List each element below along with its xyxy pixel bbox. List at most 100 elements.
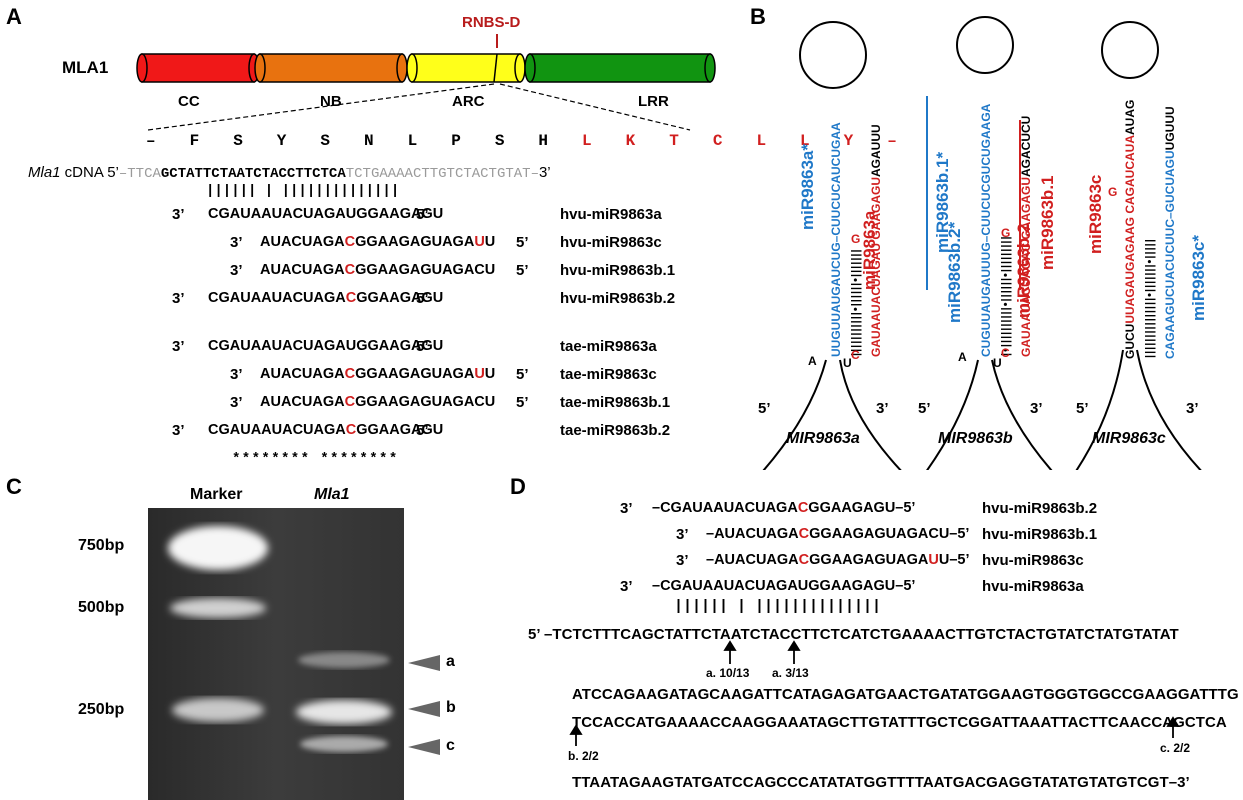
domain-label-lrr: LRR — [638, 93, 669, 110]
marker-band-250 — [172, 698, 264, 722]
mirna-mismatch: C — [797, 500, 809, 516]
mirna-mismatch: U — [928, 552, 939, 568]
mirna-mismatch: C — [344, 262, 356, 278]
site-b-2-2: b. 2/2 — [568, 749, 599, 763]
mirna-d-3end: 3’ — [620, 500, 633, 517]
cdna-grey-right: TCTGAAAACTTGTCTACTGTAT– — [345, 166, 539, 182]
mirna-seq-part: –AUACUAGA — [706, 526, 799, 542]
hairpin-c-black-seq: AUAG — [1123, 99, 1137, 135]
label-mir9863b2-star: miR9863b.2* — [945, 221, 964, 323]
mirna-a-5end: 5’ — [516, 394, 529, 411]
mirna-seq-part: –AUACUAGA — [706, 552, 799, 568]
mirna-mismatch: C — [798, 526, 810, 542]
mirna-a-name: hvu-miR9863b.2 — [560, 290, 676, 307]
hairpin-b-bars — [926, 96, 1021, 290]
mirna-a-sequence: AUACUAGACGGAAGAGUAGACU — [260, 262, 495, 278]
conservation-stars: ******** ******** — [232, 451, 399, 467]
hairpin-a-bulge-g: G — [851, 232, 861, 246]
marker-band-750 — [168, 526, 268, 570]
mirna-mismatch: C — [344, 394, 356, 410]
d-seq-line1: 5’ –TCTCTTTCAGCTATTCTAATCTACCTTCTCATCTGA… — [528, 626, 1179, 643]
mirna-d-sequence: –AUACUAGACGGAAGAGUAGACU–5’ — [706, 526, 969, 542]
mirna-mismatch: C — [344, 366, 356, 382]
hairpin-b — [926, 16, 1053, 470]
cdna-gene-name: Mla1 — [28, 164, 61, 181]
hairpin-b-name: MIR9863b — [938, 430, 1013, 447]
domain-diagram — [136, 34, 716, 131]
panel-c-letter: C — [6, 474, 22, 499]
label-mir9863a-star: miR9863a* — [798, 143, 817, 230]
rnbs-label: RNBS-D — [462, 14, 521, 31]
marker-band-500 — [170, 598, 266, 618]
mirna-d-3end: 3’ — [676, 552, 689, 569]
cdna-target: GCTATTCTAATCTACCTTCTCA — [160, 166, 346, 182]
mirna-seq-part: GGAAGAGUAGA — [809, 552, 929, 568]
mirna-seq-part: GGAAGAGUAGACU — [355, 262, 496, 278]
arrow-band-a — [408, 655, 440, 671]
mirna-a-sequence: CGAUAAUACUAGAUGGAAGAGU — [208, 206, 443, 222]
mirna-a-3end: 3’ — [230, 394, 243, 411]
d-seq-line3: TCCACCATGAAAACCAAGGAAATAGCTTGTATTTGCTCGG… — [572, 714, 1227, 731]
mirna-a-3end: 3’ — [230, 234, 243, 251]
mirna-seq-part: CGAUAAUACUAGA — [208, 290, 346, 306]
site-c-2-2: c. 2/2 — [1160, 741, 1191, 755]
mirna-a-3end: 3’ — [230, 366, 243, 383]
hairpin-b-5end: 5’ — [918, 400, 931, 417]
mirna-a-3end: 3’ — [172, 290, 185, 307]
hairpin-a-star-seq: UUGUUAUGAUCUG–CUUCUCAUCUGAA — [829, 122, 843, 357]
cdna-line: Mla1 cDNA 5’–TTCAGCTATTCTAATCTACCTTCTCAT… — [28, 164, 551, 182]
hairpin-a-bulge-c: C — [851, 348, 860, 362]
mirna-a-3end: 3’ — [172, 422, 185, 439]
mirna-mismatch: C — [345, 422, 357, 438]
mirna-a-name: tae-miR9863a — [560, 338, 657, 355]
cleavage-arrows — [569, 640, 1180, 746]
domain-label-nb: NB — [320, 93, 342, 110]
mirna-a-5end: 5’ — [516, 262, 529, 279]
mirna-a-name: tae-miR9863b.1 — [560, 394, 671, 411]
mirna-seq-part: AUACUAGA — [260, 262, 345, 278]
sample-band-a — [298, 652, 390, 668]
domain-label-cc: CC — [178, 93, 200, 110]
hairpin-c-5end: 5’ — [1076, 400, 1089, 417]
mirna-seq-part: GGAAGAGU — [356, 290, 444, 306]
mirna-seq-part: CGAUAAUACUAGAUGGAAGAGU — [208, 338, 444, 354]
mirna-seq-part: CGAUAAUACUAGA — [208, 422, 346, 438]
domain-nb — [254, 53, 408, 83]
arrow-band-c — [408, 739, 440, 755]
hairpin-a-3end: 3’ — [876, 400, 889, 417]
mirna-a-name: hvu-miR9863a — [560, 206, 662, 223]
amino-acids-red: L K T C L L Y – — [582, 132, 910, 150]
domain-lrr — [524, 53, 716, 83]
mirna-d-sequence: –CGAUAAUACUAGAUGGAAGAGU–5’ — [652, 578, 915, 594]
label-mir9863c: miR9863c — [1086, 174, 1105, 254]
label-mir9863b1: miR9863b.1 — [1038, 175, 1057, 271]
mirna-seq-part: –CGAUAAUACUAGA — [652, 500, 798, 516]
mirna-a-name: hvu-miR9863b.1 — [560, 262, 676, 279]
mirna-seq-part: U — [484, 366, 496, 382]
cdna-end: 3’ — [538, 164, 551, 181]
hairpin-c-black-right: UGUUU — [1163, 106, 1177, 151]
label-mir9863b2: miR9863b.2 — [1014, 223, 1033, 319]
hairpin-c-black-left: GUCU — [1123, 323, 1137, 359]
mirna-seq-part: GGAAGAGUAGACU–5’ — [809, 526, 970, 542]
sample-band-c — [300, 736, 388, 752]
mirna-seq-part: GGAAGAGU — [356, 422, 444, 438]
gel-col-marker: Marker — [190, 486, 243, 503]
mirna-d-sequence: –AUACUAGACGGAAGAGUAGAUU–5’ — [706, 552, 970, 568]
d-seq-line4: TTAATAGAAGTATGATCCAGCCCATATATGGTTTTAATGA… — [572, 774, 1190, 791]
mirna-a-3end: 3’ — [230, 262, 243, 279]
d-seq-line2: ATCCAGAAGATAGCAAGATTCATAGAGATGAACTGATATG… — [572, 686, 1239, 703]
ladder-500: 500bp — [78, 599, 125, 616]
domain-arc — [406, 53, 526, 83]
mirna-a-5end: 5’ — [416, 206, 429, 223]
sample-band-b — [296, 700, 392, 724]
d-pairing: |||||| | |||||||||||||| — [674, 598, 882, 615]
cdna-grey-left: –TTCA — [118, 166, 161, 182]
arrow-band-b — [408, 701, 440, 717]
mirna-a-sequence: CGAUAAUACUAGAUGGAAGAGU — [208, 338, 443, 354]
mirna-seq-part: GGAAGAGUAGA — [355, 366, 475, 382]
mirna-d-name: hvu-miR9863b.1 — [982, 526, 1098, 543]
mirna-seq-part: GGAAGAGUAGA — [355, 234, 475, 250]
cdna-pairing: |||||| | |||||||||||||| — [206, 183, 400, 199]
mirna-seq-part: AUACUAGA — [260, 234, 345, 250]
